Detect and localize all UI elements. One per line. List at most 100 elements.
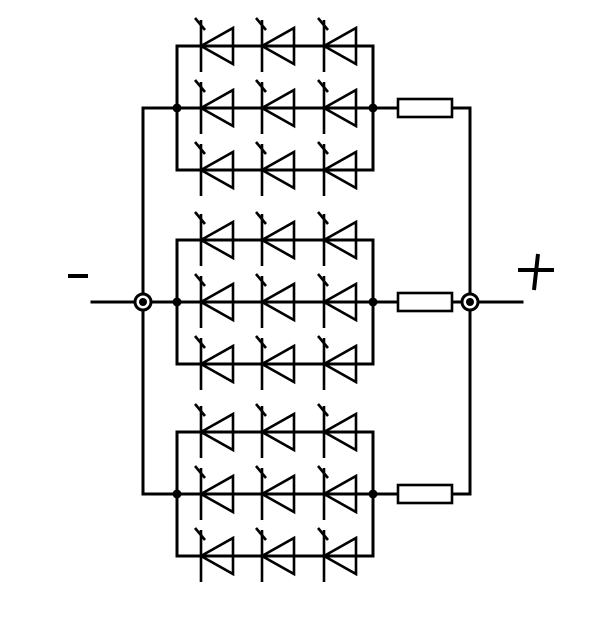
- junction-dot: [368, 103, 378, 113]
- led-group-3: [175, 403, 375, 582]
- led-diode-26: [255, 527, 296, 582]
- led-emission-mark: [255, 141, 267, 155]
- led-emission-mark: [317, 211, 329, 225]
- led-diode-7: [194, 141, 235, 196]
- led-triangle: [321, 219, 358, 261]
- led-triangle: [259, 343, 296, 385]
- led-triangle: [259, 535, 296, 577]
- led-emission-mark: [317, 273, 329, 287]
- led-triangle: [259, 411, 296, 453]
- led-diode-21: [317, 403, 358, 458]
- led-triangle: [198, 87, 235, 129]
- led-triangle: [198, 281, 235, 323]
- led-triangle: [198, 343, 235, 385]
- led-emission-mark: [194, 17, 206, 31]
- led-group-2: [175, 211, 375, 390]
- junction-dot: [368, 489, 378, 499]
- led-triangle: [321, 281, 358, 323]
- led-emission-mark: [194, 211, 206, 225]
- led-emission-mark: [317, 403, 329, 417]
- led-diode-10: [194, 211, 235, 266]
- led-diode-15: [317, 273, 358, 328]
- led-emission-mark: [317, 17, 329, 31]
- junction-nodes: [133, 103, 480, 499]
- resistor: [396, 97, 454, 119]
- positive-terminal-sign: [518, 253, 554, 291]
- led-emission-mark: [194, 335, 206, 349]
- led-emission-mark: [194, 403, 206, 417]
- led-diode-12: [317, 211, 358, 266]
- led-triangle: [198, 219, 235, 261]
- led-emission-mark: [317, 79, 329, 93]
- resistor: [396, 483, 454, 505]
- led-triangle: [259, 219, 296, 261]
- led-emission-mark: [255, 17, 267, 31]
- led-triangle: [198, 473, 235, 515]
- led-groups: [175, 17, 375, 582]
- junction-dot: [172, 297, 182, 307]
- led-diode-17: [255, 335, 296, 390]
- led-diode-6: [317, 79, 358, 134]
- led-diode-2: [255, 17, 296, 72]
- led-diode-27: [317, 527, 358, 582]
- led-emission-mark: [255, 527, 267, 541]
- led-emission-mark: [255, 79, 267, 93]
- terminals: [68, 253, 554, 291]
- led-diode-22: [194, 465, 235, 520]
- led-emission-mark: [194, 527, 206, 541]
- led-emission-mark: [255, 403, 267, 417]
- led-triangle: [321, 535, 358, 577]
- negative-node-core: [139, 298, 147, 306]
- led-triangle: [259, 473, 296, 515]
- led-diode-23: [255, 465, 296, 520]
- led-emission-mark: [194, 79, 206, 93]
- junction-dot: [172, 489, 182, 499]
- led-triangle: [321, 25, 358, 67]
- led-triangle: [259, 87, 296, 129]
- led-triangle: [321, 87, 358, 129]
- led-emission-mark: [317, 527, 329, 541]
- resistor: [396, 291, 454, 313]
- led-emission-mark: [317, 465, 329, 479]
- led-emission-mark: [194, 465, 206, 479]
- led-triangle: [321, 473, 358, 515]
- led-emission-mark: [194, 273, 206, 287]
- led-diode-13: [194, 273, 235, 328]
- led-diode-16: [194, 335, 235, 390]
- led-triangle: [198, 149, 235, 191]
- led-emission-mark: [255, 465, 267, 479]
- positive-node-core: [466, 298, 474, 306]
- led-triangle: [321, 411, 358, 453]
- led-diode-11: [255, 211, 296, 266]
- junction-dot: [368, 297, 378, 307]
- led-emission-mark: [317, 141, 329, 155]
- led-group-1: [175, 17, 375, 196]
- led-emission-mark: [194, 141, 206, 155]
- led-diode-25: [194, 527, 235, 582]
- plus-vertical: [532, 253, 540, 291]
- led-triangle: [198, 535, 235, 577]
- led-triangle: [321, 149, 358, 191]
- led-triangle: [198, 411, 235, 453]
- led-triangle: [259, 149, 296, 191]
- led-emission-mark: [255, 211, 267, 225]
- led-emission-mark: [255, 273, 267, 287]
- resistors: [396, 97, 454, 505]
- led-diode-24: [317, 465, 358, 520]
- led-diode-19: [194, 403, 235, 458]
- led-diode-1: [194, 17, 235, 72]
- led-diode-5: [255, 79, 296, 134]
- led-triangle: [198, 25, 235, 67]
- junction-dot: [172, 103, 182, 113]
- led-diode-14: [255, 273, 296, 328]
- led-diode-3: [317, 17, 358, 72]
- led-diode-9: [317, 141, 358, 196]
- led-emission-mark: [255, 335, 267, 349]
- led-triangle: [259, 25, 296, 67]
- led-diode-4: [194, 79, 235, 134]
- led-triangle: [321, 343, 358, 385]
- led-emission-mark: [317, 335, 329, 349]
- led-diode-18: [317, 335, 358, 390]
- led-diode-8: [255, 141, 296, 196]
